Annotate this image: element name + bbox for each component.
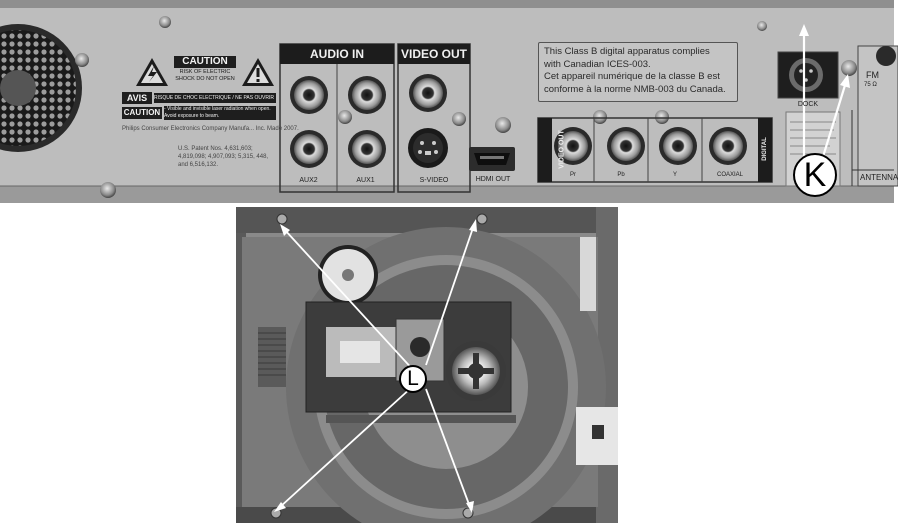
rear-panel-photo: CAUTION RISK OF ELECTRIC SHOCK DO NOT OP…: [0, 0, 898, 203]
pr-label: Pr: [570, 172, 576, 178]
compliance-notice: This Class B digital apparatus complies …: [538, 42, 738, 102]
notice-line: Cet appareil numérique de la classe B es…: [544, 71, 720, 82]
callout-l-arrows: [274, 219, 477, 513]
hdmi-port: [469, 147, 515, 171]
aux1-label: AUX1: [356, 177, 375, 184]
disc-tray-graphic: [236, 207, 618, 523]
fm-label: FM: [866, 70, 879, 80]
rca-jacks-audio: [290, 76, 386, 168]
patent-note: U.S. Patent Nos. 4,631,603; 4,819,098; 4…: [178, 146, 269, 168]
notice-line: with Canadian ICES-003.: [544, 58, 651, 70]
callout-l: L: [399, 365, 427, 393]
callout-k-arrows: [799, 24, 850, 161]
caution-laser-title: CAUTION: [122, 107, 162, 119]
disc-tray-photo: L: [236, 207, 618, 523]
digital-out-label: DIGITAL: [762, 137, 768, 161]
audio-in-label: AUDIO IN: [310, 47, 364, 61]
hdmi-label: HDMI OUT: [475, 176, 511, 183]
notice-line: conforme à la norme NMB-003 du Canada.: [544, 83, 726, 95]
dock-label: DOCK: [797, 101, 819, 108]
aux2-label: AUX2: [299, 177, 318, 184]
caution-laser-text: - Visible and invisible laser radiation …: [164, 106, 276, 120]
antenna-label: ANTENNA: [860, 173, 898, 182]
caution-subtext: RISK OF ELECTRIC SHOCK DO NOT OPEN: [175, 69, 235, 82]
screws: [75, 16, 857, 198]
video-out-jacks: [408, 74, 448, 168]
video-out-label: VIDEO OUT: [400, 47, 467, 61]
dock-connector: [777, 51, 839, 99]
component-jacks: [554, 127, 747, 165]
y-label: Y: [672, 172, 677, 178]
avis-label: AVIS: [122, 92, 152, 104]
coaxial-label: COAXIAL: [716, 172, 743, 178]
manufacturer-note: Philips Consumer Electronics Company Man…: [122, 126, 299, 132]
notice-line: This Class B digital apparatus complies: [544, 46, 710, 57]
warning-triangles: [136, 58, 274, 86]
avis-text: RISQUE DE CHOC ELECTRIQUE / NE PAS OUVRI…: [154, 93, 276, 103]
pb-label: Pb: [617, 172, 625, 178]
video-out-vertical-label: VIDEO OUT: [558, 130, 566, 169]
caution-title: CAUTION: [174, 56, 236, 68]
fm-impedance-label: 75 Ω: [864, 82, 877, 88]
svideo-label: S-VIDEO: [419, 177, 449, 184]
callout-k: K: [793, 153, 837, 197]
fan-grill: [0, 24, 82, 152]
